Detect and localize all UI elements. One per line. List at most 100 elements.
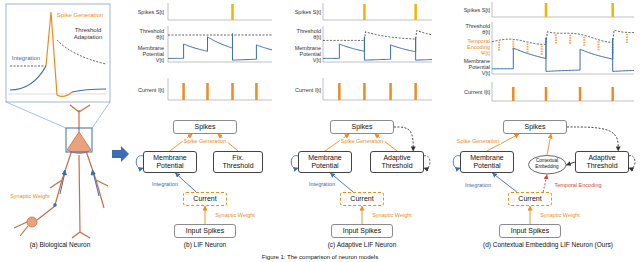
zoom-line xyxy=(6,102,66,128)
node-text: Contextual Embedding xyxy=(532,158,563,169)
spike-bar xyxy=(363,4,366,20)
current-bar xyxy=(579,87,582,101)
figure-caption: Figure 1: The comparison of neuron model… xyxy=(262,254,378,261)
signal-arrows xyxy=(60,170,99,196)
zoom-line xyxy=(92,102,110,128)
flow-arrow xyxy=(362,206,363,224)
axis-label: Spikes S[t] xyxy=(462,7,490,13)
spike-bar xyxy=(611,3,614,17)
neuron-dynamics-plot xyxy=(323,3,432,100)
membrane-trace xyxy=(168,34,272,61)
spike-bar xyxy=(414,4,417,20)
annotation: Threshold Adaptation xyxy=(71,27,105,40)
annotation: Spike Generation xyxy=(57,12,103,19)
inset-frame xyxy=(6,4,110,102)
flow-arrow xyxy=(530,206,531,224)
axis xyxy=(168,78,169,100)
axis xyxy=(492,2,493,17)
membrane-trace xyxy=(323,37,432,60)
axis-label: Membrane Potential V[t] xyxy=(136,45,164,63)
current-box: Current xyxy=(508,192,552,206)
temporal-encoding-bar xyxy=(498,42,500,52)
current-bar xyxy=(255,83,258,100)
axis xyxy=(323,26,324,62)
membrane-potential-box: Membrane Potential xyxy=(298,151,352,173)
axis xyxy=(492,74,634,75)
current-bar xyxy=(414,83,417,100)
flow-arrow xyxy=(492,173,516,192)
process-label: Synaptic Weight xyxy=(539,212,581,218)
process-label: Spike Generation xyxy=(183,138,228,144)
spike-bar xyxy=(231,4,234,20)
soma xyxy=(67,132,91,154)
process-label: Temporal Encoding xyxy=(553,182,602,188)
flow-arrow xyxy=(205,206,206,224)
process-label: Spike Generation xyxy=(340,138,385,144)
temporal-encoding-bar xyxy=(626,34,628,44)
leak-loop xyxy=(453,156,460,169)
node-text: Input Spikes xyxy=(503,227,557,235)
temporal-encoding-bar xyxy=(541,46,543,56)
temporal-encoding-bar xyxy=(569,35,571,45)
temporal-encoding-bar xyxy=(555,35,557,45)
panel-caption: (b) LIF Neuron xyxy=(184,241,226,248)
axis xyxy=(168,20,272,21)
node-text: Adaptive Threshold xyxy=(579,154,625,170)
axis-label: Current I[t] xyxy=(136,87,164,93)
axis xyxy=(323,62,432,63)
adaptation-loop xyxy=(629,156,635,169)
spike-curve xyxy=(46,12,72,96)
neuron-dynamics-plot xyxy=(168,3,272,100)
feedback-arrow xyxy=(543,175,547,192)
threshold-trace xyxy=(168,35,272,36)
axis-label: Current I[t] xyxy=(462,89,490,95)
synapse xyxy=(53,203,57,207)
adaptation-loop xyxy=(424,156,430,169)
process-label: Synaptic Weight xyxy=(371,212,413,218)
current-bar xyxy=(338,83,341,100)
flow-arrow xyxy=(566,162,575,165)
dendrites xyxy=(14,105,108,238)
axis xyxy=(323,78,324,100)
recovery-curve xyxy=(72,89,106,92)
current-box: Current xyxy=(340,192,384,206)
node-text: Current xyxy=(344,195,380,203)
axis xyxy=(168,3,169,20)
node-text: Input Spikes xyxy=(335,227,389,235)
leak-loop xyxy=(136,156,143,169)
panel-caption: (d) Contextual Embedding LIF Neuron (Our… xyxy=(483,241,613,248)
membrane-potential-box: Membrane Potential xyxy=(143,151,197,173)
axis-label: Spikes S[t] xyxy=(136,9,164,15)
input-spikes-box: Input Spikes xyxy=(331,224,393,238)
feedback-arrow xyxy=(394,127,413,151)
node-text: Membrane Potential xyxy=(302,154,348,170)
axis-label: Threshold θ[t] xyxy=(462,23,490,35)
current-bar xyxy=(182,83,185,100)
axis xyxy=(492,22,493,74)
threshold-box: Adaptive Threshold xyxy=(370,151,424,173)
annotation: Synaptic Weight xyxy=(10,193,50,199)
current-bar xyxy=(389,83,392,100)
spike-bar xyxy=(545,3,548,17)
annotation: Integration xyxy=(12,55,40,62)
process-label: Integration xyxy=(308,181,336,187)
axis-label: Threshold θ[t] xyxy=(136,28,164,40)
current-box: Current xyxy=(183,192,227,206)
input-spikes-box: Input Spikes xyxy=(174,224,236,238)
process-label: Synaptic Weight xyxy=(214,212,256,218)
spikes-box: Spikes xyxy=(330,120,394,134)
input-spikes-box: Input Spikes xyxy=(499,224,561,238)
threshold-box: Adaptive Threshold xyxy=(575,151,629,173)
flow-arrow xyxy=(547,134,551,155)
embedding-ellipse xyxy=(528,156,566,174)
process-label: Integration xyxy=(151,181,179,187)
integration-curve xyxy=(10,66,46,90)
process-label: Integration xyxy=(464,182,492,188)
node-text: Membrane Potential xyxy=(147,154,193,170)
current-bar xyxy=(512,87,515,101)
axis xyxy=(323,3,324,20)
membrane-potential-box: Membrane Potential xyxy=(460,151,514,173)
presynaptic-soma xyxy=(27,217,37,227)
axis xyxy=(492,82,493,101)
temporal-encoding-bar xyxy=(598,41,600,51)
